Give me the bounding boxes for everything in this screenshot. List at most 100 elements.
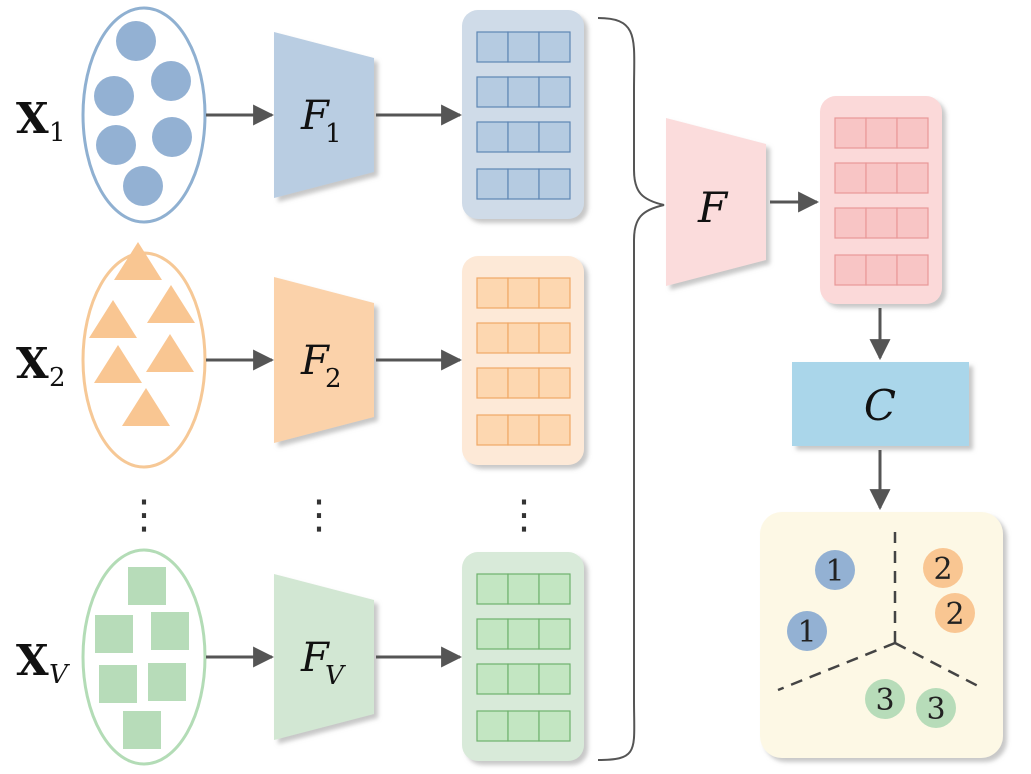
cluster-point-label: 2: [945, 597, 964, 632]
input-symbol: X: [16, 339, 49, 388]
cluster-point: 2: [935, 593, 975, 633]
view-samples-3: [81, 548, 207, 766]
feature-cell: [476, 322, 509, 354]
sample-square: [128, 567, 166, 605]
cluster-point: 1: [787, 611, 827, 651]
feature-cell: [507, 31, 540, 63]
feature-cell: [507, 76, 540, 108]
cluster-point: 1: [815, 550, 855, 590]
feature-cell: [538, 121, 571, 153]
feature-cell: [476, 76, 509, 108]
sample-circle: [116, 21, 156, 61]
encoder-3: FV: [274, 574, 374, 740]
input-subscript: 2: [49, 363, 66, 393]
ellipsis-2: ⋮: [299, 493, 339, 537]
sample-circle: [151, 61, 191, 101]
sample-ellipse: [81, 548, 207, 766]
feature-cell: [476, 710, 509, 742]
brace: [597, 17, 665, 761]
feature-cell: [538, 367, 571, 399]
sample-ellipse: [81, 251, 207, 469]
feature-cell: [476, 618, 509, 650]
feature-cell: [476, 414, 509, 446]
sample-square: [151, 612, 189, 650]
cluster-point-circle: [923, 548, 963, 588]
feature-cell: [476, 31, 509, 63]
classifier-rect: [792, 362, 969, 446]
ellipsis-1: ⋮: [124, 493, 164, 537]
cluster-point-label: 2: [933, 552, 952, 587]
feature-cell: [865, 117, 898, 149]
feature-cell: [476, 121, 509, 153]
feature-cell: [476, 277, 509, 309]
cluster-point-label: 3: [875, 683, 894, 718]
ellipsis-3: ⋮: [504, 493, 544, 537]
sample-square: [123, 711, 161, 749]
classifier-box: C: [792, 362, 969, 446]
sample-triangle: [89, 300, 137, 338]
cluster-divider: [777, 641, 896, 692]
feature-cell: [865, 254, 898, 286]
feature-cell: [896, 254, 929, 286]
feature-cell: [538, 710, 571, 742]
fused-feature-matrix: [820, 96, 942, 304]
fusion-encoder: F: [666, 118, 766, 286]
encoder-symbol: F: [300, 338, 330, 384]
feature-cell: [476, 367, 509, 399]
view-samples-1: [81, 6, 207, 224]
encoder-shape: [274, 277, 374, 443]
feature-cell: [865, 162, 898, 194]
sample-square: [99, 665, 137, 703]
fusion-symbol: F: [697, 183, 729, 232]
sample-triangle: [114, 242, 162, 280]
feature-cell: [476, 573, 509, 605]
feature-cell: [538, 414, 571, 446]
feature-matrix-2: [462, 256, 584, 465]
feature-cell: [896, 117, 929, 149]
feature-cell: [538, 663, 571, 695]
feature-cell: [538, 168, 571, 200]
input-symbol: X: [16, 636, 49, 685]
encoder-symbol: F: [300, 635, 330, 681]
cluster-divider: [894, 641, 979, 688]
encoder-shape: [274, 32, 374, 198]
feature-cell: [507, 618, 540, 650]
feature-cell: [834, 254, 867, 286]
feature-cell: [538, 277, 571, 309]
feature-cell: [507, 414, 540, 446]
sample-triangle: [146, 334, 194, 372]
encoder-symbol: F: [300, 93, 330, 139]
sample-triangle: [122, 388, 170, 426]
sample-circle: [152, 117, 192, 157]
encoder-subscript: 1: [325, 119, 342, 149]
feature-cell: [476, 168, 509, 200]
feature-matrix-3: [462, 552, 584, 761]
cluster-point-circle: [916, 688, 956, 728]
encoder-2: F2: [274, 277, 374, 443]
classifier-symbol: C: [864, 381, 896, 430]
input-subscript: V: [49, 660, 70, 690]
sample-square: [95, 615, 133, 653]
view-samples-2: [81, 242, 207, 469]
cluster-point: 3: [865, 679, 905, 719]
encoder-subscript: 2: [325, 364, 342, 394]
feature-cell: [507, 277, 540, 309]
sample-circle: [123, 166, 163, 206]
input-symbol: X: [16, 94, 49, 143]
feature-cell: [834, 117, 867, 149]
cluster-point-circle: [787, 611, 827, 651]
feature-cell: [476, 663, 509, 695]
encoder-shape: [274, 574, 374, 740]
feature-cell: [507, 121, 540, 153]
feature-cell: [834, 162, 867, 194]
sample-circle: [94, 76, 134, 116]
cluster-point-circle: [815, 550, 855, 590]
feature-cell: [507, 367, 540, 399]
sample-triangle: [94, 345, 142, 383]
feature-cell: [507, 710, 540, 742]
sample-triangle: [147, 285, 195, 323]
encoder-1: F1: [274, 32, 374, 198]
